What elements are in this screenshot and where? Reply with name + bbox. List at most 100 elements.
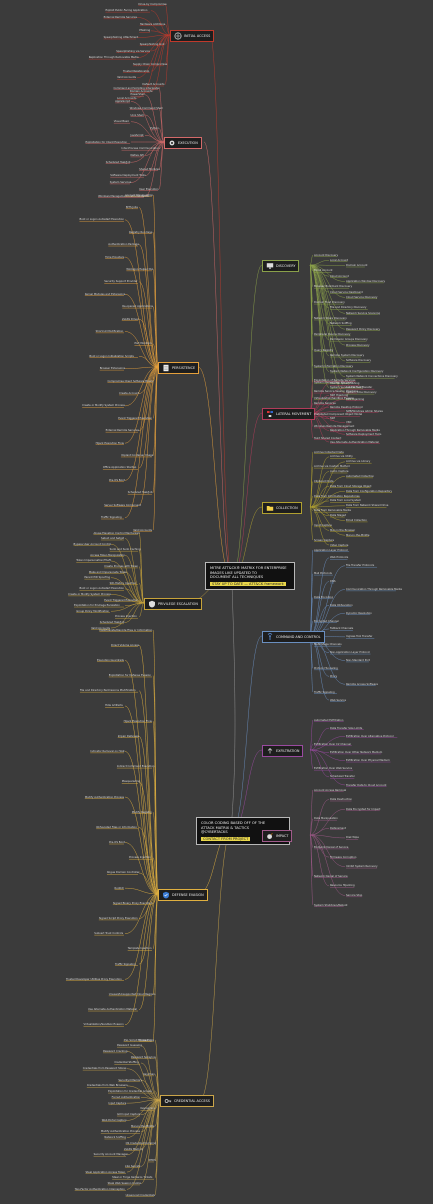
technique-leaf[interactable]: Archive via Library	[346, 460, 371, 464]
technique-leaf[interactable]: Credentials from Web Browsers	[86, 1084, 128, 1088]
technique-leaf[interactable]: Password Policy Discovery	[346, 327, 381, 331]
technique-leaf[interactable]: Archive via Utility	[330, 455, 353, 459]
technique-leaf[interactable]: Security Account Manager	[93, 1153, 128, 1157]
technique-leaf[interactable]: Data Manipulation	[314, 817, 338, 821]
technique-leaf[interactable]: Mail Protocols	[314, 572, 332, 576]
technique-leaf[interactable]: Phishing	[139, 29, 151, 33]
technique-leaf[interactable]: Inhibit System Recovery	[346, 865, 378, 869]
technique-leaf[interactable]: Exploitation for Defense Evasion	[108, 674, 152, 678]
technique-leaf[interactable]: Fallback Channels	[330, 627, 354, 631]
technique-leaf[interactable]: BITS Jobs	[125, 205, 138, 209]
technique-leaf[interactable]: Network Share Discovery	[314, 317, 347, 321]
technique-leaf[interactable]: Use Alternate Authentication Material	[330, 440, 379, 444]
technique-leaf[interactable]: Securityd Memory	[118, 1078, 143, 1082]
technique-leaf[interactable]: Clipboard Data	[314, 479, 334, 483]
technique-leaf[interactable]: Credentials from Password Stores	[82, 1067, 127, 1071]
technique-leaf[interactable]: Indicator Removal on Host	[90, 749, 125, 753]
technique-leaf[interactable]: LSA Secrets	[125, 1164, 141, 1168]
technique-leaf[interactable]: DNS	[330, 580, 336, 584]
technique-leaf[interactable]: Pre-OS Boot	[109, 478, 125, 482]
technique-leaf[interactable]: SID-History Injection	[109, 581, 137, 585]
technique-leaf[interactable]: Native API	[130, 154, 144, 157]
technique-leaf[interactable]: Signed Script Proxy Execution	[98, 917, 138, 921]
technique-leaf[interactable]: Event Triggered Execution	[118, 416, 153, 420]
technique-leaf[interactable]: File and Directory Permissions Modificat…	[79, 689, 136, 693]
technique-leaf[interactable]: Automated Collection	[346, 474, 375, 478]
technique-leaf[interactable]: Proxy	[330, 674, 338, 678]
technique-leaf[interactable]: System Owner/User Discovery	[314, 380, 354, 384]
technique-leaf[interactable]: Data from Network Shared Drive	[346, 504, 389, 508]
technique-leaf[interactable]: Modify Authentication Process	[84, 795, 124, 799]
technique-leaf[interactable]: Remote Access Software	[346, 682, 378, 686]
technique-leaf[interactable]: Template Injection	[127, 947, 152, 951]
technique-leaf[interactable]: Python	[149, 127, 159, 130]
technique-leaf[interactable]: Bypass User Account Control	[73, 542, 112, 546]
technique-leaf[interactable]: Disk Wipe	[346, 836, 359, 840]
technique-leaf[interactable]: Data from Local System	[330, 499, 362, 503]
technique-leaf[interactable]: Exploitation for Privilege Escalation	[74, 604, 120, 608]
technique-leaf[interactable]: Brute Force	[139, 1038, 155, 1042]
technique-leaf[interactable]: Subvert Trust Controls	[94, 932, 124, 936]
technique-leaf[interactable]: Modify Authentication Process	[100, 1130, 140, 1134]
technique-leaf[interactable]: Winlogon Helper DLL	[126, 267, 154, 271]
technique-leaf[interactable]: Create Process with Token	[104, 565, 139, 569]
technique-leaf[interactable]: Ingress Tool Transfer	[346, 635, 373, 639]
technique-leaf[interactable]: Network Sniffing	[104, 1136, 126, 1140]
technique-leaf[interactable]: Encrypted Channel	[314, 619, 339, 623]
technique-leaf[interactable]: Archive via Custom Method	[314, 465, 350, 469]
technique-leaf[interactable]: Token Impersonation/Theft	[76, 559, 111, 563]
technique-leaf[interactable]: Scheduled Task/Job	[99, 620, 125, 624]
tactic-node-execution[interactable]: EXECUTION	[164, 137, 202, 149]
technique-leaf[interactable]: Data from Cloud Storage Object	[330, 484, 372, 488]
technique-leaf[interactable]: Process Injection	[129, 856, 151, 860]
technique-leaf[interactable]: Traffic Signaling	[314, 690, 335, 694]
technique-leaf[interactable]: VNC	[346, 421, 352, 425]
technique-leaf[interactable]: File Transfer Protocols	[346, 564, 375, 568]
technique-leaf[interactable]: Data from Removable Media	[314, 509, 351, 513]
technique-leaf[interactable]: Application Layer Protocol	[314, 548, 348, 552]
technique-leaf[interactable]: Exploitation for Client Execution	[85, 140, 128, 144]
technique-leaf[interactable]: Communication Through Removable Media	[346, 587, 402, 591]
technique-leaf[interactable]: Virtualization/Sandbox Evasion	[314, 396, 355, 400]
technique-leaf[interactable]: Shared Modules	[139, 167, 160, 171]
technique-leaf[interactable]: Input Capture	[108, 1101, 127, 1105]
technique-leaf[interactable]: Boot or Logon Initialization Scripts	[89, 354, 134, 358]
technique-leaf[interactable]: Rootkit	[114, 886, 124, 890]
technique-leaf[interactable]: Non-Application Layer Protocol	[330, 651, 370, 655]
technique-leaf[interactable]: Audio Capture	[330, 470, 349, 474]
technique-leaf[interactable]: Distributed Component Object Model	[314, 413, 363, 417]
technique-leaf[interactable]: Windows Command Shell	[129, 106, 163, 110]
technique-leaf[interactable]: System Network Configuration Discovery	[330, 370, 384, 374]
technique-leaf[interactable]: Hijack Execution Flow	[95, 441, 124, 445]
technique-leaf[interactable]: Kernel Modules and Extensions	[84, 292, 126, 296]
technique-leaf[interactable]: Remote System Discovery	[330, 354, 365, 358]
technique-leaf[interactable]: Network Service Scanning	[346, 311, 381, 315]
technique-leaf[interactable]: Steal Application Access Token	[85, 1170, 126, 1174]
technique-leaf[interactable]: Exploitation for Credential Access	[108, 1090, 152, 1094]
technique-leaf[interactable]: Direct Volume Access	[111, 643, 139, 647]
technique-leaf[interactable]: Domain Accounts	[129, 89, 153, 93]
technique-leaf[interactable]: SMB/Windows Admin Shares	[346, 409, 383, 413]
technique-leaf[interactable]: External Remote Services	[105, 429, 139, 433]
technique-leaf[interactable]: Traffic Signaling	[115, 962, 136, 966]
technique-leaf[interactable]: Keylogging	[140, 1107, 155, 1111]
technique-leaf[interactable]: Visual Basic	[113, 120, 130, 124]
technique-leaf[interactable]: Process Discovery	[346, 343, 370, 347]
technique-leaf[interactable]: Endpoint Denial of Service	[314, 846, 349, 849]
technique-leaf[interactable]: Modify Registry	[131, 810, 152, 814]
technique-leaf[interactable]: Software Deployment Tools	[346, 432, 382, 436]
technique-leaf[interactable]: Transfer Data to Cloud Account	[346, 783, 387, 787]
technique-leaf[interactable]: Man-in-the-Middle	[346, 533, 370, 537]
technique-leaf[interactable]: Replication Through Removable Media	[88, 56, 139, 60]
technique-leaf[interactable]: Data from Configuration Repository	[346, 489, 393, 493]
technique-leaf[interactable]: Abuse Elevation Control Mechanism	[93, 531, 141, 535]
technique-leaf[interactable]: Data Encoding	[314, 595, 333, 599]
technique-leaf[interactable]: Command and Scripting Interpreter	[113, 86, 160, 90]
technique-leaf[interactable]: Software Deployment Tools	[110, 174, 146, 178]
technique-leaf[interactable]: Dynamic Resolution	[346, 611, 372, 615]
technique-leaf[interactable]: System Network Connections Discovery	[346, 375, 398, 379]
technique-leaf[interactable]: GUI Input Capture	[117, 1113, 141, 1117]
technique-leaf[interactable]: Make and Impersonate Token	[88, 570, 127, 574]
technique-leaf[interactable]: Forced Authentication	[111, 1095, 141, 1099]
